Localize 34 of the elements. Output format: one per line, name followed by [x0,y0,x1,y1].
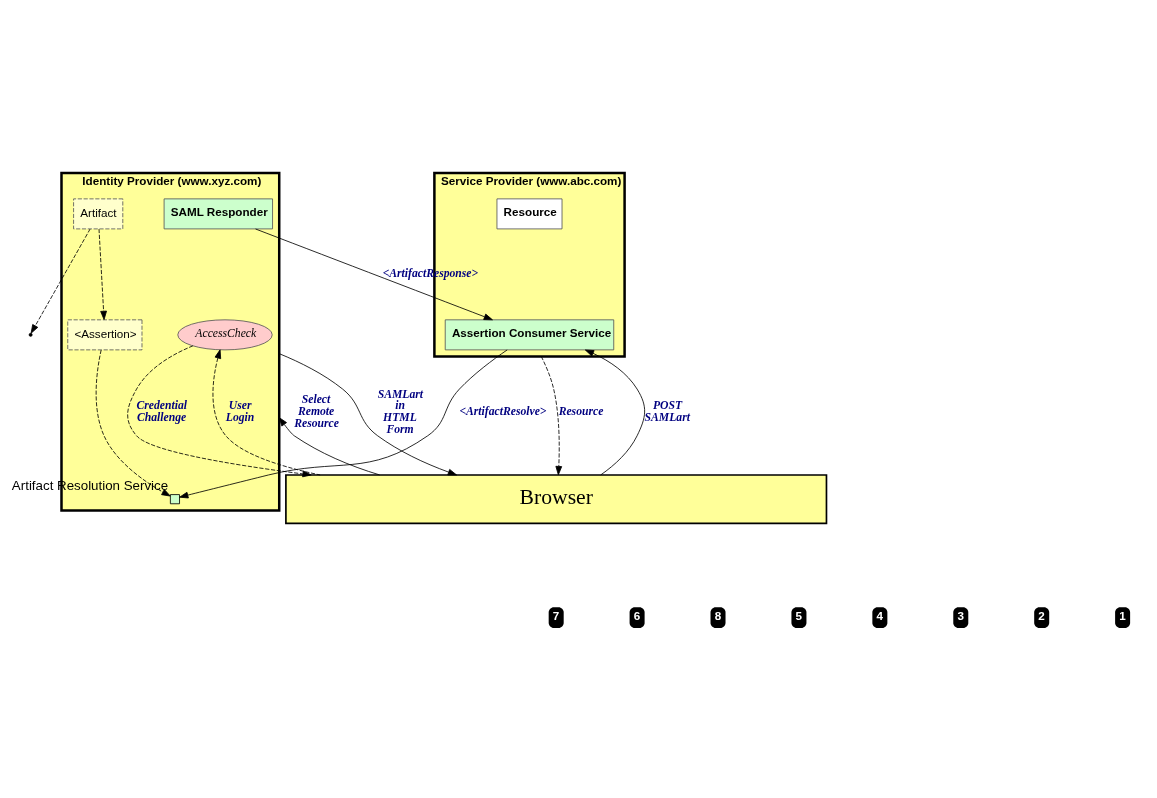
edge-label: User Login [225,398,255,424]
arrow [584,349,646,475]
arrow [540,355,563,475]
label: 6 [633,608,641,622]
arrow [95,349,171,496]
node-box: SAML Responder [163,197,273,229]
node-box: <Assertion> [67,318,143,350]
arrow [278,352,457,475]
label: 3 [957,608,964,622]
label: 7 [552,608,560,622]
arrow [98,228,107,320]
label: 5 [795,608,803,622]
label: 1 [1119,608,1126,622]
label: 2 [1038,608,1045,622]
arrow [30,228,91,334]
node-ellipse: AccessCheck [177,318,273,350]
arrow [278,416,380,475]
arrow [179,349,508,498]
node-box: Browser [285,473,828,524]
node-box: Assertion Consumer Service [444,318,615,350]
edge-label: <ArtifactResolve> [459,404,547,418]
label: 8 [714,608,722,622]
label: 4 [876,608,884,622]
edge-label: SAMLart in HTML Form [377,387,424,436]
node-box: Artifact [73,197,124,229]
edge-label: Credential Challenge [136,398,188,424]
edge-label: Select Remote Resource [294,392,339,430]
node-box [169,493,180,504]
edge-label: POST SAMLart [644,398,690,424]
edge-label: Resource [558,404,604,418]
node-box: Resource [496,197,563,229]
arrow [212,348,321,475]
arrow [255,228,493,320]
arrow [127,344,312,477]
